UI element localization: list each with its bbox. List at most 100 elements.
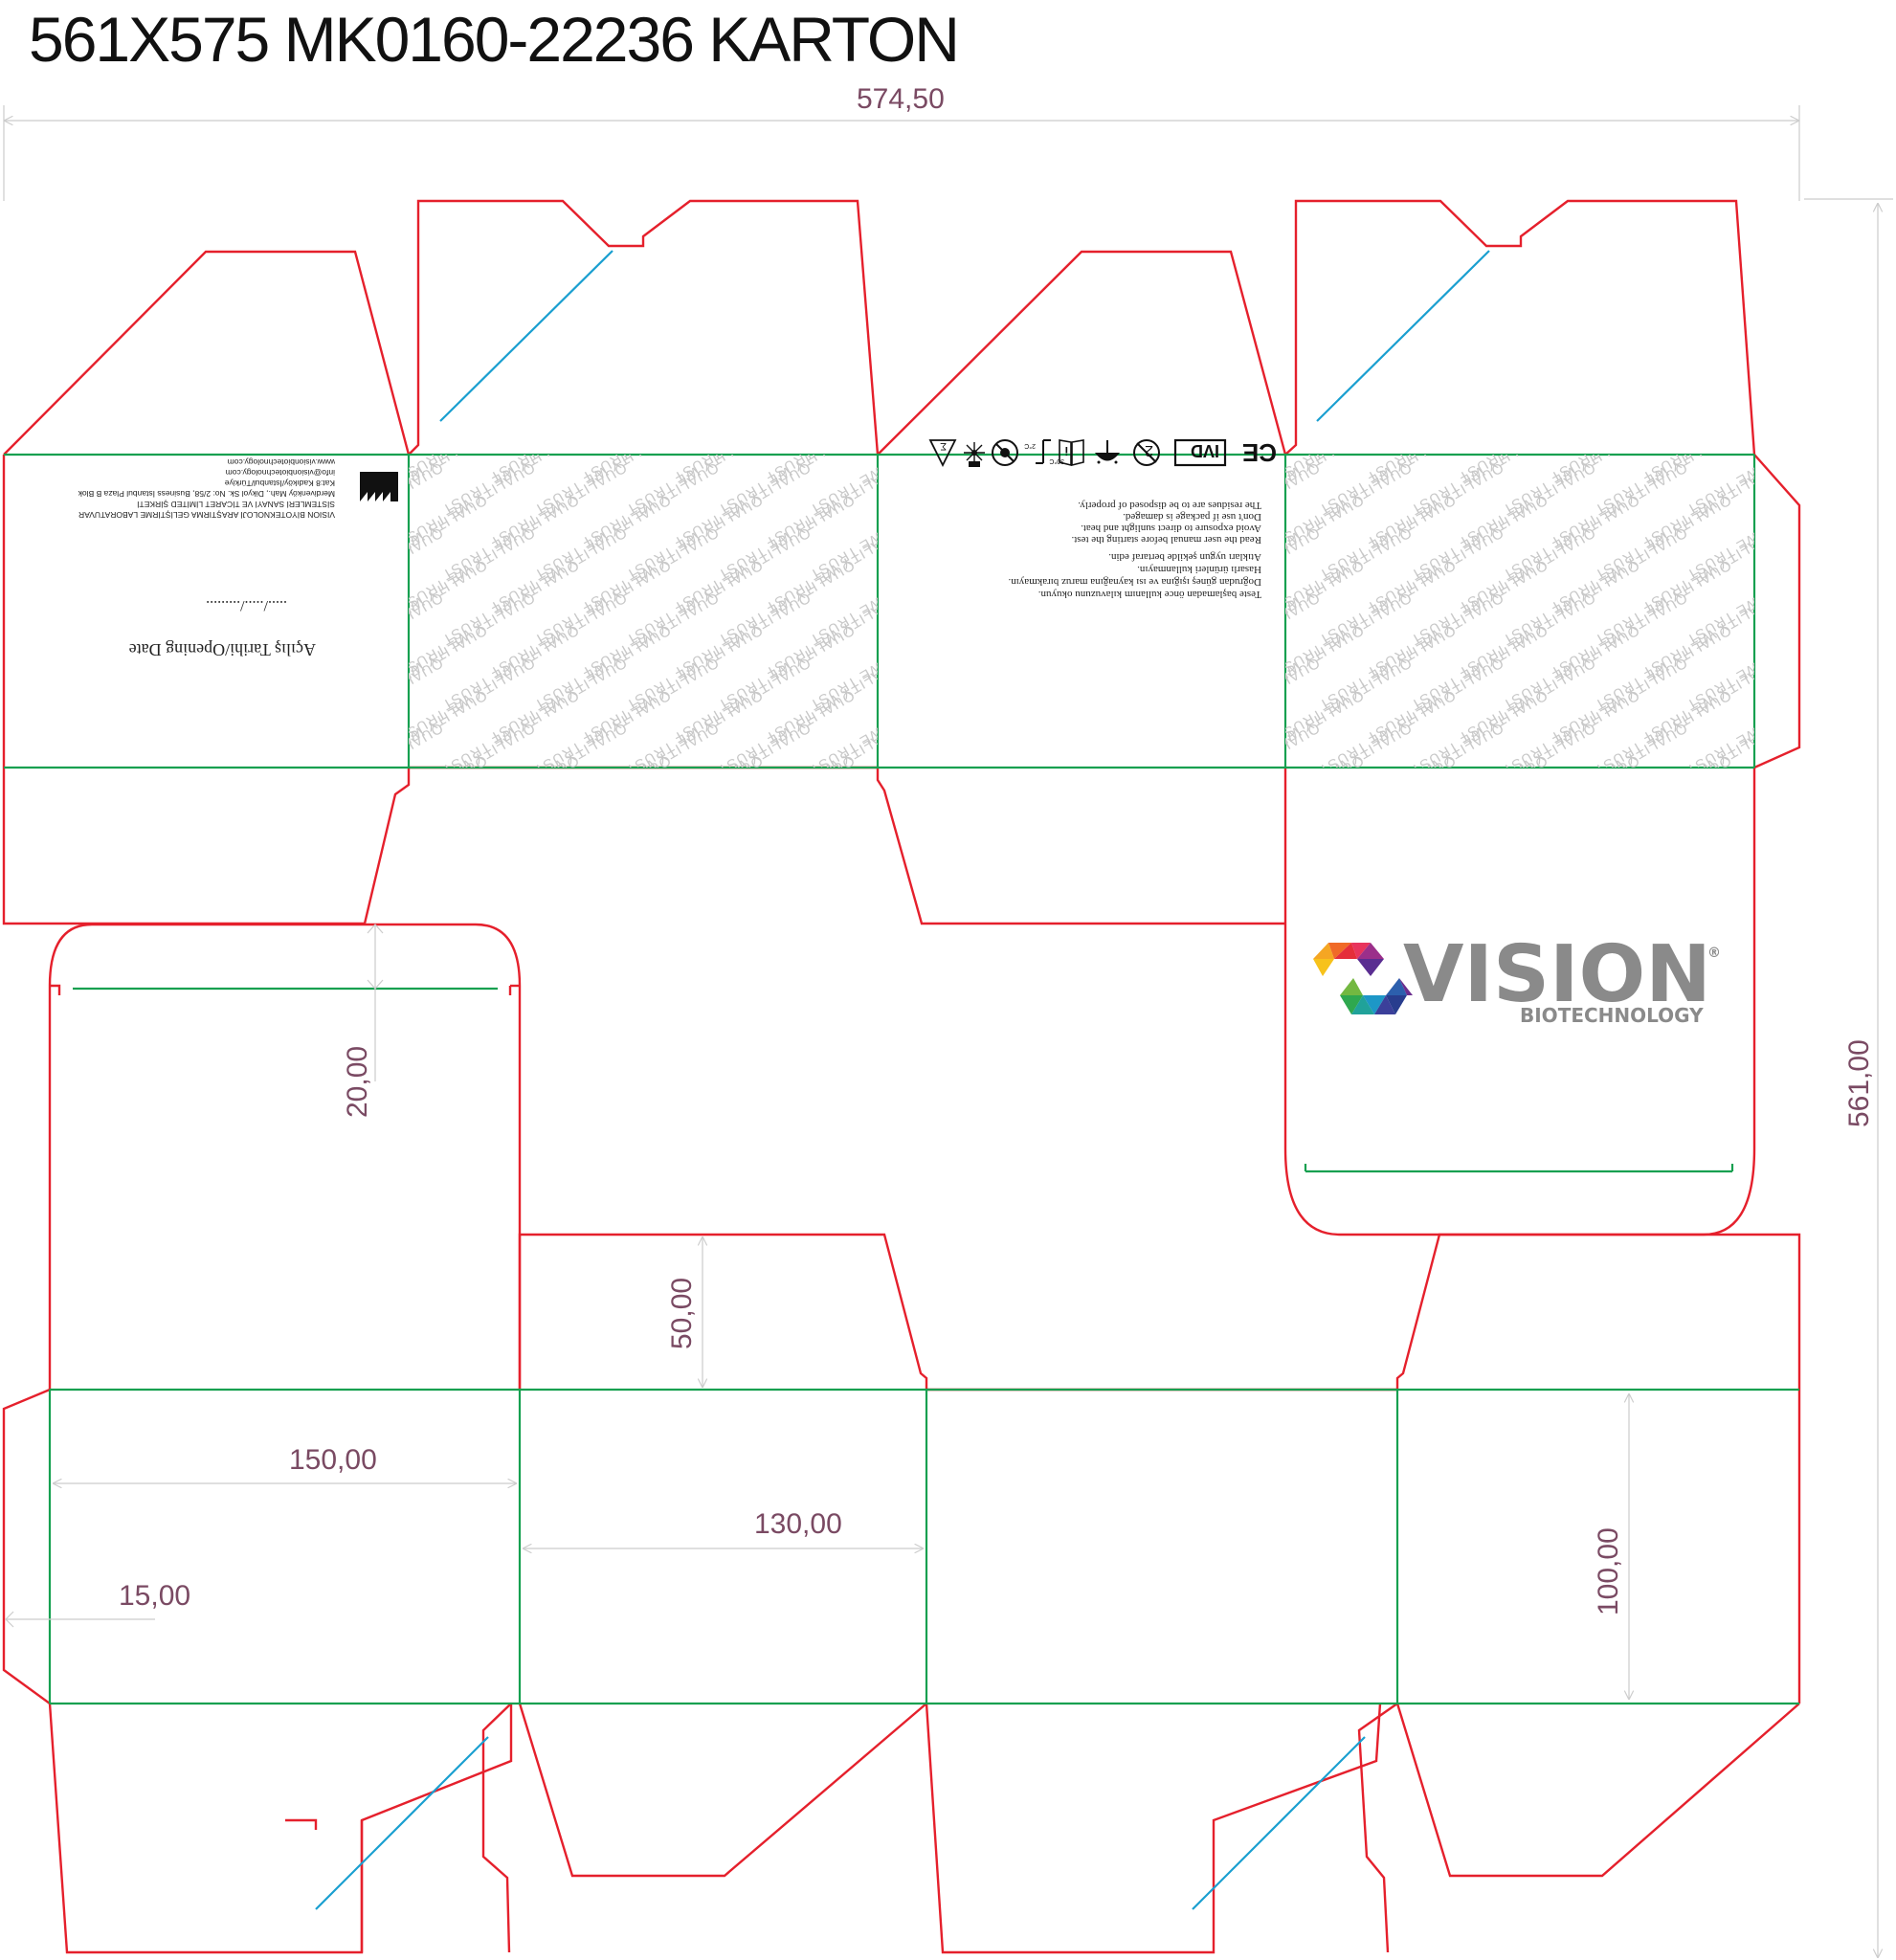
- warning-line-5: Read the user manual before starting the…: [1071, 534, 1261, 546]
- watermark-text: QUALITY WE TRUST: [1408, 817, 1550, 909]
- watermark-text: QUALITY WE TRUST: [164, 817, 306, 909]
- svg-text:IVD: IVD: [1191, 441, 1219, 460]
- watermark-text: QUALITY WE TRUST: [671, 850, 814, 942]
- watermark-text: QUALITY WE TRUST: [996, 785, 1139, 877]
- company-line-4: Kat:8 Kadıköy/İstanbul/Türkiye: [224, 479, 335, 488]
- watermark-text: QUALITY WE TRUST: [256, 817, 398, 909]
- watermark-text: QUALITY WE TRUST: [1040, 817, 1183, 909]
- watermark-text: QUALITY WE TRUST: [1500, 817, 1642, 909]
- watermark-text: QUALITY WE TRUST: [347, 817, 490, 909]
- watermark-text: QUALITY WE TRUST: [715, 817, 858, 909]
- watermark-text: QUALITY WE TRUST: [1040, 687, 1183, 779]
- watermark-text: QUALITY WE TRUST: [256, 752, 398, 844]
- logo-wordmark: VISION: [1403, 929, 1711, 1020]
- warning-line-2: Doğrudan güneş ışığına ve ısı kaynağına …: [1008, 576, 1261, 588]
- watermark-text: QUALITY WE TRUST: [1132, 752, 1275, 844]
- svg-text:150,00: 150,00: [289, 1444, 377, 1476]
- perforation-top-b: [439, 250, 613, 422]
- watermark-text: QUALITY WE TRUST: [1592, 817, 1734, 909]
- company-line-6: www.visionbiotechnology.com: [228, 457, 336, 467]
- company-line-2: SİSTEMLERİ SANAYİ VE TİCARET LİMİTED ŞİR…: [137, 500, 335, 509]
- watermark-text: QUALITY WE TRUST: [1088, 590, 1231, 681]
- watermark-text: QUALITY WE TRUST: [1364, 785, 1506, 877]
- watermark-text: QUALITY WE TRUST: [996, 394, 1139, 486]
- watermark-text: QUALITY WE TRUST: [671, 785, 814, 877]
- dimension-glue-15: 15,00: [5, 1580, 190, 1628]
- perforation-bottom-1: [315, 1736, 489, 1910]
- watermark-text: QUALITY WE TRUST: [1088, 850, 1231, 942]
- overall-width-dimension: 574,50: [3, 83, 1800, 201]
- watermark-text: QUALITY WE TRUST: [164, 622, 306, 714]
- watermark-text: QUALITY WE TRUST: [1224, 817, 1367, 909]
- dimension-panel-150: 150,00: [53, 1444, 517, 1483]
- watermark-text: QUALITY WE TRUST: [487, 850, 630, 942]
- watermark-text: QUALITY WE TRUST: [120, 655, 262, 746]
- warning-line-1: Teste başlamadan önce kullanım kılavuzun…: [1038, 589, 1261, 600]
- watermark-text: QUALITY WE TRUST: [996, 590, 1139, 681]
- opening-date-blank: ...../...../.........: [206, 597, 287, 613]
- do-not-reuse-icon: 2: [1133, 439, 1160, 466]
- svg-text:50,00: 50,00: [666, 1278, 698, 1349]
- watermark-text: QUALITY WE TRUST: [487, 785, 630, 877]
- company-line-1: VISION BİYOTEKNOLOJİ ARAŞTIRMA GELİŞTİRM…: [78, 510, 335, 520]
- watermark-text: QUALITY WE TRUST: [763, 785, 905, 877]
- svg-text:30°C: 30°C: [1049, 457, 1064, 465]
- watermark-text: QUALITY WE TRUST: [996, 720, 1139, 812]
- watermark-text: QUALITY WE TRUST: [1132, 687, 1275, 779]
- manufacturer-icon: [360, 472, 398, 501]
- watermark-text: QUALITY WE TRUST: [164, 687, 306, 779]
- watermark-text: QUALITY WE TRUST: [303, 850, 446, 942]
- svg-text:i: i: [1065, 444, 1068, 457]
- watermark-text: QUALITY WE TRUST: [1180, 785, 1323, 877]
- keep-dry-icon: [1095, 440, 1120, 464]
- warning-line-7: Don't use if package is damaged.: [1123, 511, 1261, 523]
- watermark-text: QUALITY WE TRUST: [1639, 785, 1782, 877]
- watermark-text: QUALITY WE TRUST: [1639, 850, 1782, 942]
- watermark-text: QUALITY WE TRUST: [763, 850, 905, 942]
- svg-text:Σ: Σ: [940, 440, 947, 452]
- bottom-row-cutlines: [2, 923, 1801, 1954]
- overall-height-dimension: 561,00: [1804, 198, 1893, 1958]
- watermark-text: QUALITY WE TRUST: [303, 785, 446, 877]
- watermark-text: QUALITY WE TRUST: [1088, 655, 1231, 746]
- watermark-text: QUALITY WE TRUST: [120, 785, 262, 877]
- ce-mark-icon: CE: [1242, 438, 1277, 467]
- instructions-icon: i: [1059, 439, 1084, 467]
- watermark-text: QUALITY WE TRUST: [1272, 850, 1415, 942]
- watermark-text: QUALITY WE TRUST: [212, 655, 354, 746]
- ivd-icon: IVD: [1173, 438, 1227, 467]
- watermark-text: QUALITY WE TRUST: [120, 850, 262, 942]
- watermark-text: QUALITY WE TRUST: [1548, 785, 1690, 877]
- company-line-5: info@visionbiotechnology.com: [226, 468, 335, 478]
- watermark-text: QUALITY WE TRUST: [164, 752, 306, 844]
- watermark-text: QUALITY WE TRUST: [395, 850, 538, 942]
- company-line-3: Merdivenköy Mah., Dikyol Sk. No: 2/58, B…: [78, 489, 335, 499]
- watermark-text: QUALITY WE TRUST: [807, 817, 949, 909]
- watermark-text: QUALITY WE TRUST: [1180, 720, 1323, 812]
- watermark-text: QUALITY WE TRUST: [1040, 622, 1183, 714]
- svg-text:15,00: 15,00: [119, 1580, 190, 1612]
- warning-line-6: Avoid exposure to direct sunlight and he…: [1081, 523, 1261, 534]
- no-sunlight-icon: [992, 439, 1018, 466]
- panel-warnings: Teste başlamadan önce kullanım kılavuzun…: [928, 438, 1277, 600]
- watermark-text: QUALITY WE TRUST: [1456, 850, 1598, 942]
- biohazard-warning-icon: Σ: [928, 439, 957, 468]
- keep-away-heat-icon: [964, 442, 985, 467]
- watermark-text: QUALITY WE TRUST: [996, 655, 1139, 746]
- watermark-text: QUALITY WE TRUST: [1132, 622, 1275, 714]
- top-row-cutlines: [2, 199, 1801, 1236]
- bottom-row-creases: [48, 987, 1799, 1705]
- watermark-text: QUALITY WE TRUST: [579, 850, 722, 942]
- warning-line-8: The residues are to be disposed of prope…: [1078, 500, 1261, 511]
- svg-text:2°C: 2°C: [1024, 442, 1036, 450]
- watermark-text: QUALITY WE TRUST: [1040, 752, 1183, 844]
- dimension-panel-130: 130,00: [523, 1508, 924, 1548]
- warning-line-4: Atıkları uygun şekilde bertaraf edin.: [1108, 551, 1261, 563]
- vision-logo-mark-icon: [1313, 943, 1413, 1014]
- temperature-limit-icon: 2°C 30°C: [1024, 439, 1064, 465]
- svg-text:130,00: 130,00: [754, 1508, 842, 1540]
- watermark-text: QUALITY WE TRUST: [256, 687, 398, 779]
- vision-logo: VISION BIOTECHNOLOGY ®: [1313, 929, 1721, 1027]
- top-row-creases: [4, 453, 1756, 1173]
